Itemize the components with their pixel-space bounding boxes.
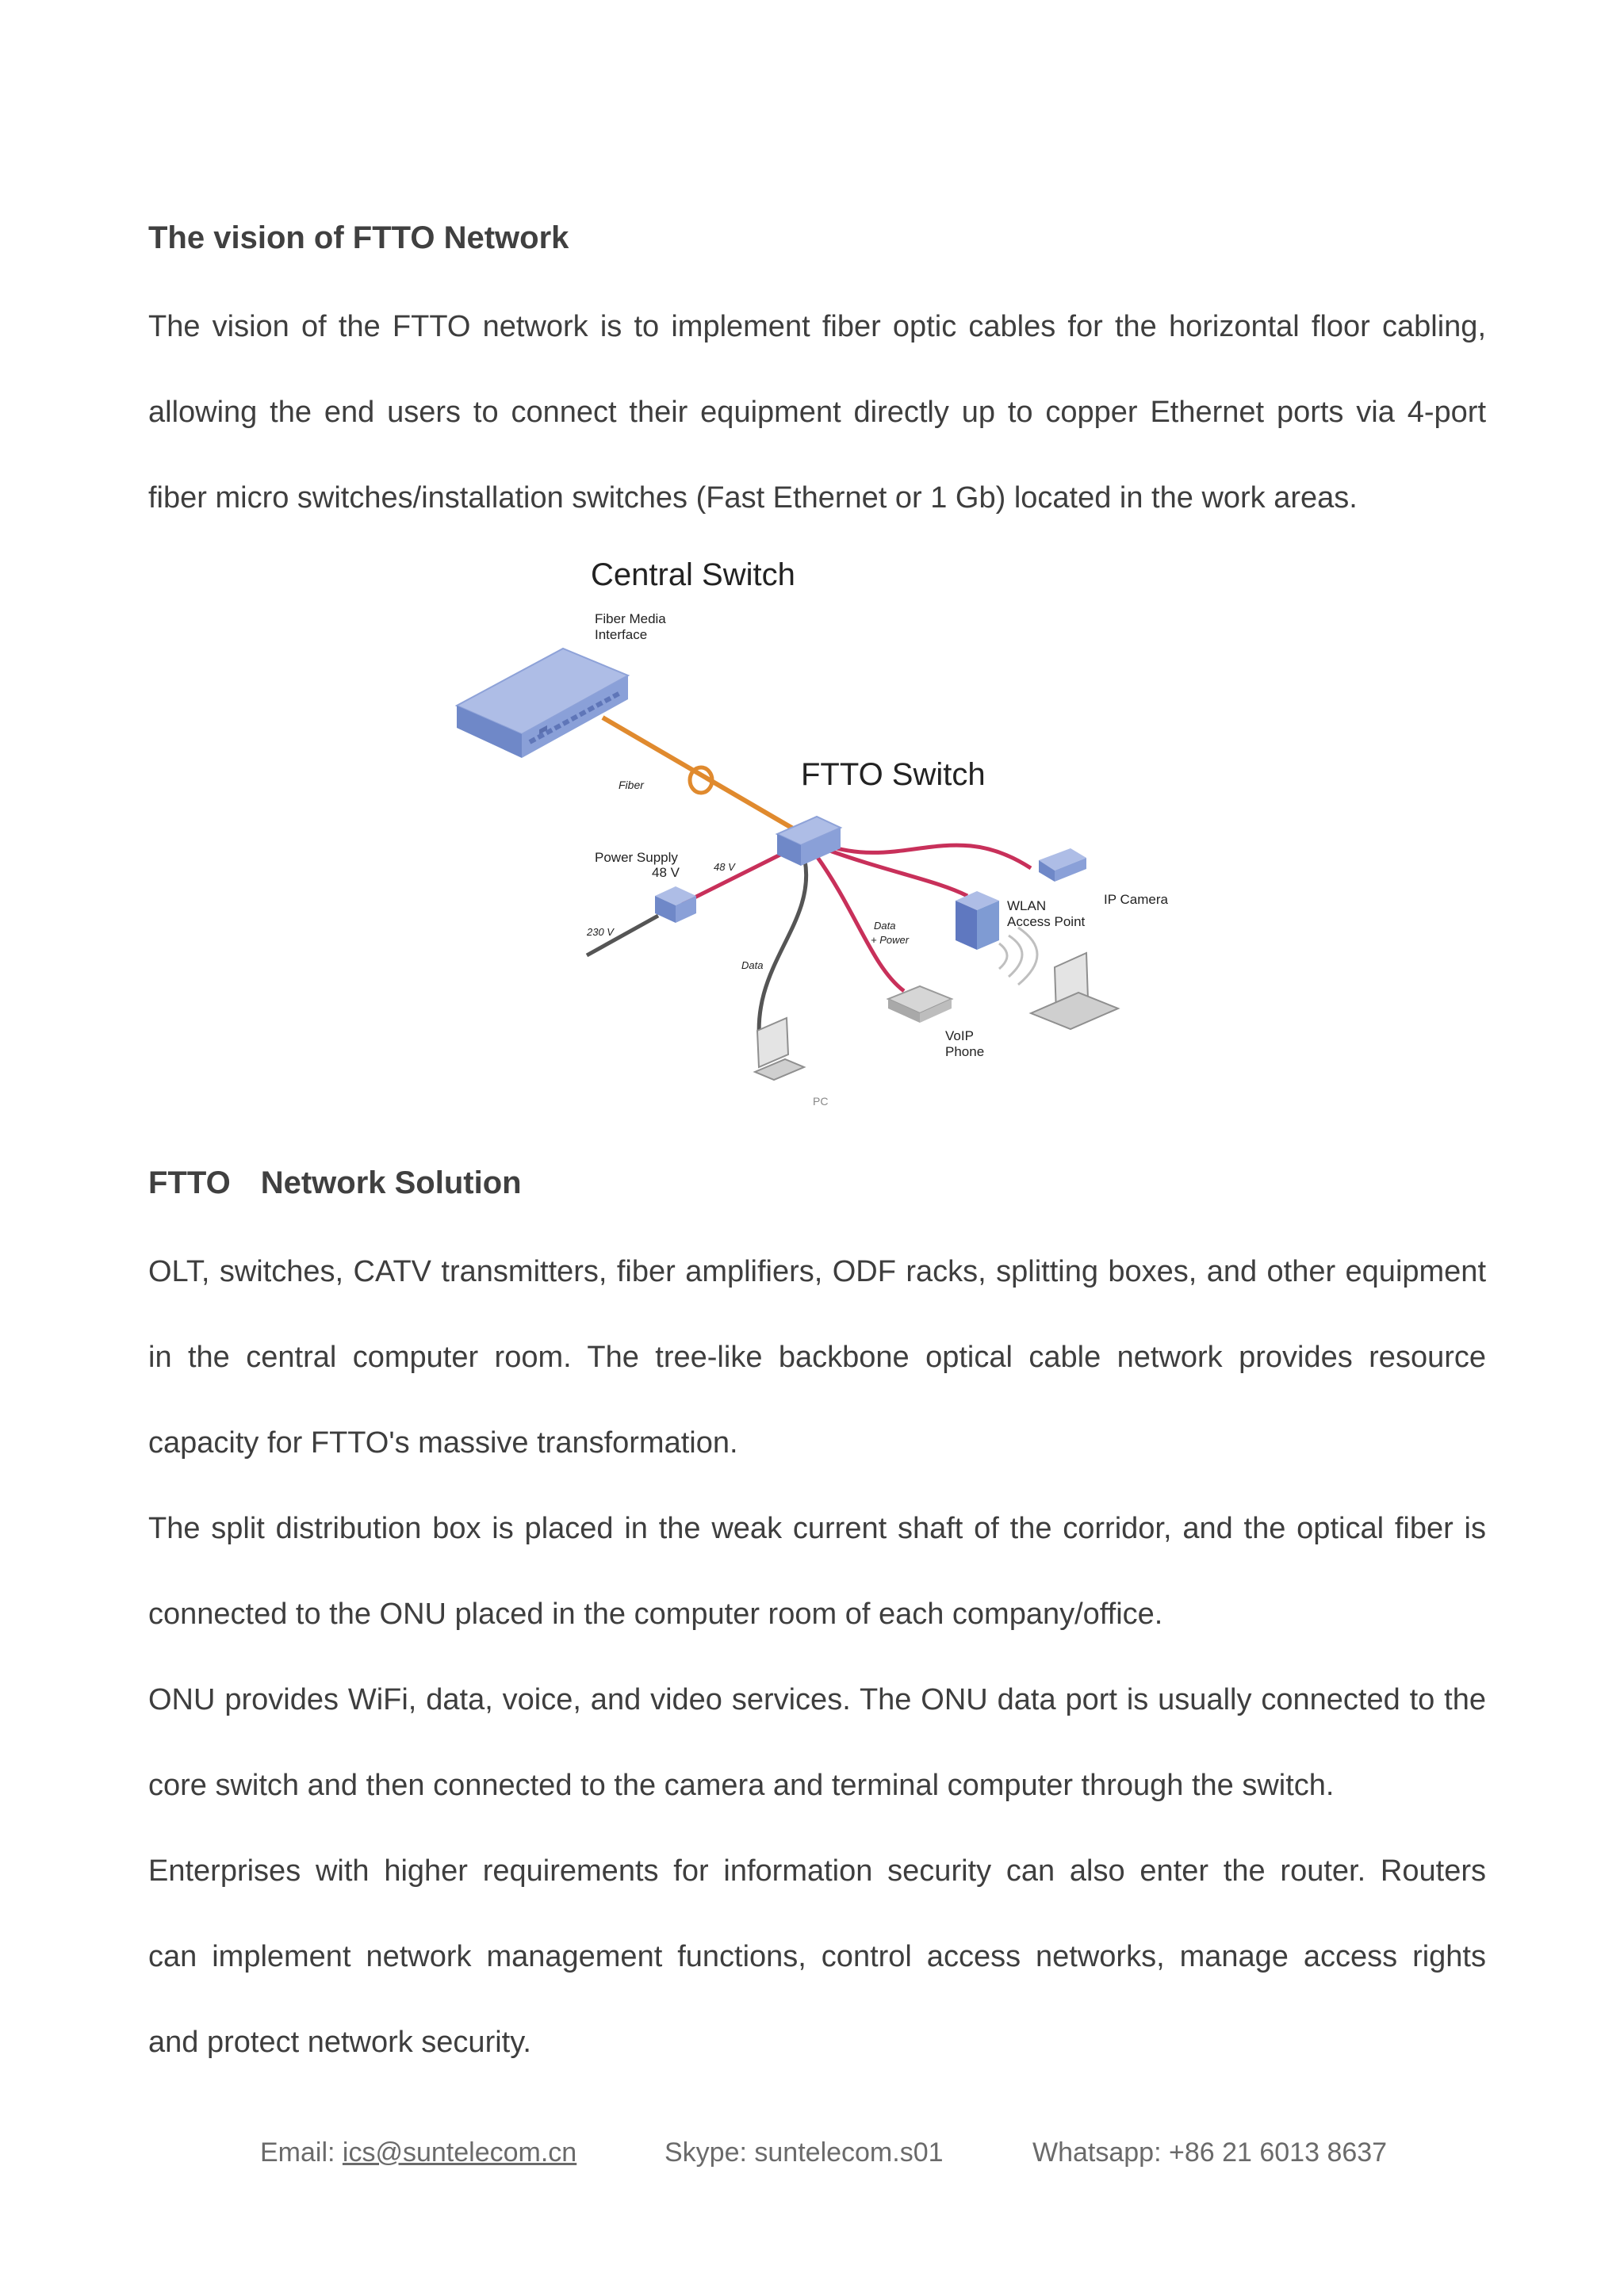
cable-data-pc (756, 859, 809, 1055)
central-switch-device (454, 647, 630, 758)
section-heading-solution: FTTO Network Solution (148, 1165, 522, 1201)
paragraph-line: and protect network security. (148, 2026, 531, 2059)
label-data-power: Data (874, 920, 895, 932)
label-central-switch: Central Switch (591, 557, 795, 592)
paragraph-line: Enterprises with higher requirements for… (148, 1854, 1486, 1888)
wlan-access-point-device (956, 891, 999, 950)
cable-wlan (822, 846, 969, 898)
label-phone: Phone (945, 1044, 984, 1059)
cable-power-48v (680, 846, 795, 906)
paragraph-line: The vision of the FTTO network is to imp… (148, 310, 1486, 343)
label-interface: Interface (595, 627, 647, 642)
label-48v-cable: 48 V (714, 861, 736, 873)
footer-email: Email: ics@suntelecom.cn (260, 2137, 576, 2168)
label-power-48v: 48 V (652, 865, 680, 880)
paragraph-line: ONU provides WiFi, data, voice, and vide… (148, 1683, 1486, 1716)
section-heading-vision: The vision of FTTO Network (148, 220, 569, 255)
ip-camera-device (1039, 848, 1086, 882)
label-230v: 230 V (586, 926, 615, 938)
ftto-network-diagram: Central Switch Fiber Media Interface Fib… (454, 557, 1168, 1108)
paragraph-line: The split distribution box is placed in … (148, 1512, 1486, 1545)
label-data-power-2: + Power (871, 934, 910, 946)
label-fiber: Fiber (619, 779, 645, 791)
label-data-pc: Data (741, 959, 763, 971)
paragraph-line: connected to the ONU placed in the compu… (148, 1598, 1163, 1631)
pc-device (753, 1016, 806, 1081)
label-wlan: WLAN (1007, 898, 1046, 913)
paragraph-line: core switch and then connected to the ca… (148, 1769, 1335, 1802)
ftto-switch-device (775, 815, 843, 866)
paragraph-line: can implement network management functio… (148, 1940, 1486, 1973)
cable-ip-camera (822, 842, 1032, 871)
footer-skype: Skype: suntelecom.s01 (665, 2137, 944, 2168)
voip-phone-device (886, 985, 954, 1023)
paragraph-line: capacity for FTTO's massive transformati… (148, 1426, 738, 1460)
cable-voip (814, 855, 906, 993)
fiber-cable (601, 715, 795, 831)
power-supply-device (655, 886, 696, 923)
heading-part-network-solution: Network Solution (260, 1165, 522, 1200)
label-power-supply: Power Supply (595, 850, 678, 865)
footer-email-label: Email: (260, 2137, 343, 2168)
label-voip: VoIP (945, 1028, 974, 1043)
fiber-loop (688, 765, 714, 795)
paragraph-line: OLT, switches, CATV transmitters, fiber … (148, 1255, 1486, 1288)
label-pc: PC (813, 1095, 828, 1108)
footer-whatsapp: Whatsapp: +86 21 6013 8637 (1032, 2137, 1388, 2168)
cable-230v (585, 913, 660, 958)
paragraph-line: allowing the end users to connect their … (148, 396, 1486, 429)
email-link[interactable]: ics@suntelecom.cn (342, 2137, 577, 2168)
label-ip-camera: IP Camera (1104, 892, 1168, 907)
label-access-point: Access Point (1007, 914, 1086, 929)
wifi-waves (998, 926, 1039, 986)
laptop-device (1028, 951, 1120, 1031)
heading-part-ftto: FTTO (148, 1165, 231, 1200)
footer-contact: Email: ics@suntelecom.cn Skype: suntelec… (0, 2137, 1624, 2177)
label-fiber-media: Fiber Media (595, 611, 666, 626)
label-ftto-switch: FTTO Switch (801, 757, 986, 792)
paragraph-line: fiber micro switches/installation switch… (148, 481, 1358, 515)
paragraph-line: in the central computer room. The tree-l… (148, 1341, 1486, 1374)
